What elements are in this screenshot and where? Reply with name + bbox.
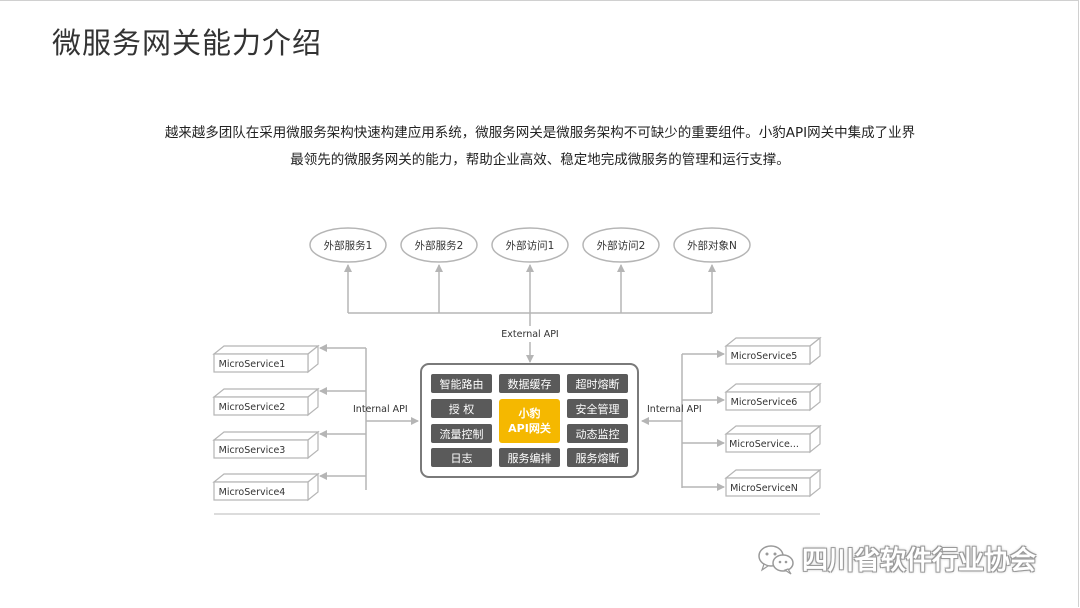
service-label: MicroService... <box>729 439 799 450</box>
capability-tile: 日志 <box>431 448 492 467</box>
page-title: 微服务网关能力介绍 <box>52 26 323 60</box>
intro-line-2: 最领先的微服务网关的能力，帮助企业高效、稳定地完成微服务的管理和运行支撑。 <box>290 152 790 168</box>
service-label: MicroService5 <box>731 351 798 362</box>
capability-label: 动态监控 <box>576 427 620 441</box>
left-service-4: MicroService4 <box>212 472 320 502</box>
watermark: 四川省软件行业协会 <box>756 540 1036 577</box>
capability-label: 超时熔断 <box>576 377 620 391</box>
capability-label: 数据缓存 <box>508 377 552 391</box>
left-service-2: MicroService2 <box>212 387 320 417</box>
left-service-1: MicroService1 <box>212 344 320 374</box>
capability-label: 智能路由 <box>440 377 484 391</box>
service-label: MicroService2 <box>219 402 286 413</box>
left-service-3: MicroService3 <box>212 430 320 460</box>
external-node-label: 外部对象N <box>687 239 737 252</box>
capability-label: 流量控制 <box>440 427 484 441</box>
external-api-label: External API <box>501 329 558 340</box>
capability-tile: 服务编排 <box>499 448 560 467</box>
right-internal-api-connectors <box>641 350 725 491</box>
capability-tile: 智能路由 <box>431 374 492 393</box>
wechat-icon <box>758 544 794 574</box>
external-node-1: 外部服务1 <box>309 227 387 263</box>
external-node-4: 外部访问2 <box>582 227 660 263</box>
service-label: MicroService6 <box>731 397 798 408</box>
gateway-core: 小豹 API网关 <box>499 399 560 443</box>
capability-label: 安全管理 <box>576 402 620 416</box>
external-node-label: 外部访问1 <box>506 239 555 252</box>
right-service-3: MicroService... <box>724 424 822 454</box>
internal-api-label-right: Internal API <box>647 404 702 415</box>
service-label: MicroService3 <box>219 445 286 456</box>
external-node-3: 外部访问1 <box>491 227 569 263</box>
capability-tile: 服务熔断 <box>567 448 628 467</box>
service-label: MicroServiceN <box>730 483 798 494</box>
external-node-2: 外部服务2 <box>400 227 478 263</box>
right-service-1: MicroService5 <box>724 336 822 366</box>
gateway-core-line-2: API网关 <box>508 421 551 435</box>
capability-label: 授 权 <box>449 402 475 416</box>
intro-paragraph: 越来越多团队在采用微服务架构快速构建应用系统，微服务网关是微服务架构不可缺少的重… <box>120 120 960 174</box>
external-api-connectors <box>344 264 716 363</box>
capability-tile: 动态监控 <box>567 424 628 443</box>
gateway-core-line-1: 小豹 <box>518 406 541 420</box>
external-node-label: 外部服务2 <box>415 239 464 252</box>
capability-label: 服务编排 <box>508 451 552 465</box>
capability-tile: 安全管理 <box>567 399 628 418</box>
service-label: MicroService1 <box>219 359 286 370</box>
external-node-label: 外部服务1 <box>324 239 373 252</box>
capability-label: 日志 <box>451 452 473 465</box>
capability-tile: 流量控制 <box>431 424 492 443</box>
external-node-5: 外部对象N <box>673 227 751 263</box>
capability-tile: 超时熔断 <box>567 374 628 393</box>
service-label: MicroService4 <box>219 487 286 498</box>
left-internal-api-connectors <box>319 344 419 490</box>
capability-tile: 数据缓存 <box>499 374 560 393</box>
right-service-4: MicroServiceN <box>724 468 822 498</box>
watermark-text: 四川省软件行业协会 <box>802 546 1037 576</box>
external-node-label: 外部访问2 <box>597 239 646 252</box>
right-service-2: MicroService6 <box>724 382 822 412</box>
capability-tile: 授 权 <box>431 399 492 418</box>
internal-api-label-left: Internal API <box>353 404 408 415</box>
capability-label: 服务熔断 <box>576 451 620 465</box>
intro-line-1: 越来越多团队在采用微服务架构快速构建应用系统，微服务网关是微服务架构不可缺少的重… <box>164 125 916 141</box>
